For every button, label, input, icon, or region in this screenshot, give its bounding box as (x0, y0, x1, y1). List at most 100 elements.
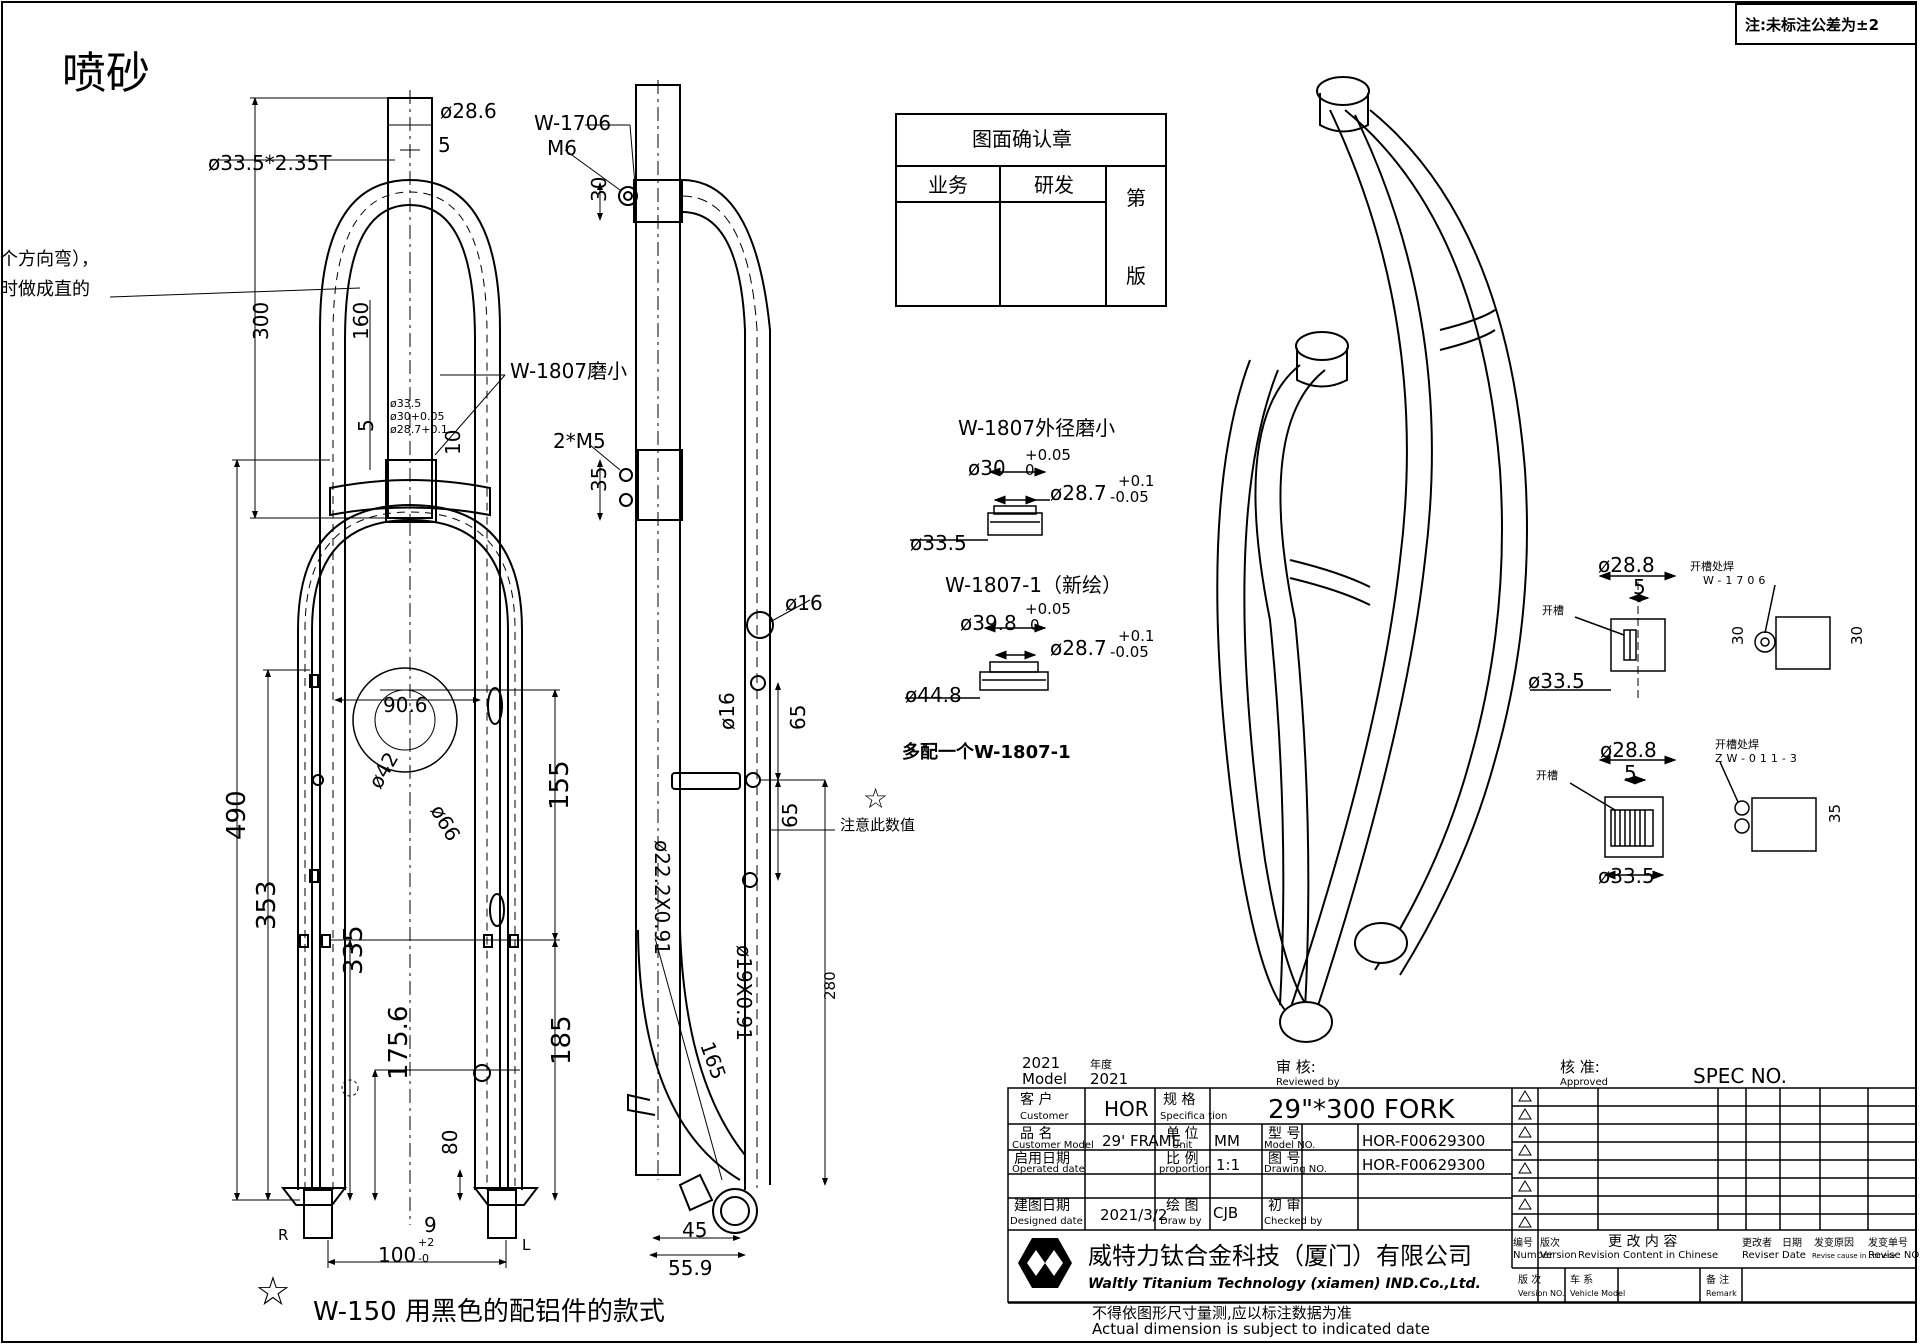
clamp-top-front (1530, 571, 1677, 700)
d-66: ø66 (426, 801, 466, 846)
tb-cause-en: Revise cause in chinese (1812, 1252, 1895, 1260)
tb-model-label: Model (1022, 1070, 1067, 1088)
d-16a: ø16 (785, 591, 823, 615)
w1807-d335: ø33.5 (910, 531, 967, 555)
tb-check-en: Checked by (1264, 1216, 1322, 1227)
side-note-line2: 时做成直的 (0, 279, 90, 300)
dim-175-6: 175.6 (384, 1006, 414, 1080)
w1807-d30-tol-low: 0 (1025, 461, 1035, 479)
tb-ver-en: Version (1540, 1250, 1577, 1261)
tb-dwg-val: HOR-F00629300 (1362, 1156, 1485, 1174)
tb-version-cn: 版 次 (1518, 1273, 1541, 1286)
tb-scale-cn: 比 例 (1166, 1151, 1198, 1167)
note-value: 注意此数值 (840, 816, 915, 834)
clamp-bot-d288: ø28.8 (1600, 738, 1657, 762)
tb-version-en: Version NO. (1518, 1289, 1564, 1298)
w1807-1-d398: ø39.8 (960, 611, 1017, 635)
clamp-bot-d335: ø33.5 (1598, 864, 1655, 888)
approval-rd: 研发 (1034, 173, 1074, 197)
approval-sales: 业务 (928, 173, 968, 197)
dim-185: 185 (547, 1015, 577, 1065)
tb-reviser-en: Reviser (1742, 1250, 1780, 1261)
dim-35-side: 35 (587, 467, 611, 492)
approval-ver-1: 第 (1126, 186, 1146, 210)
clamp-top-slot: 开槽 (1542, 604, 1564, 617)
side-note-line1: 个方向弯）， (0, 249, 99, 270)
dim-65a: 65 (786, 705, 810, 730)
tb-customer-val: HOR (1104, 1097, 1149, 1121)
tb-reviser-cn: 更改者 (1742, 1236, 1772, 1249)
tb-remark-en: Remark (1706, 1289, 1737, 1298)
tb-draw-cn: 绘 图 (1166, 1198, 1198, 1214)
tb-approve-en: Approved (1560, 1077, 1608, 1088)
dim-280: 280 (821, 971, 839, 1000)
tb-year-1: 2021 (1022, 1054, 1060, 1072)
tb-model-year: 2021 (1090, 1070, 1128, 1088)
clamp-bot-part: ZW-011-3 (1715, 752, 1801, 765)
dim-80: 80 (438, 1130, 462, 1155)
tb-scale-en: proportion (1159, 1164, 1211, 1175)
tb-draw-en: Draw by (1160, 1216, 1202, 1227)
dim-10: 10 (441, 430, 465, 455)
tb-model-val: HOR-F00629300 (1362, 1132, 1485, 1150)
tb-rev-no-cn: 编号 (1513, 1236, 1533, 1249)
dim-100-tol: +2 (418, 1236, 434, 1249)
tb-review-en: Reviewed by (1276, 1077, 1340, 1088)
w1807-d287: ø28.7 (1050, 481, 1107, 505)
m5-label: 2*M5 (553, 429, 606, 453)
w1807-d287-tol-low: -0.05 (1110, 488, 1149, 506)
tolerance-note-box (1735, 3, 1917, 45)
tb-pname-val: 29' FRAME (1102, 1132, 1181, 1150)
tb-change-en: Revision Content in Chinese (1578, 1250, 1718, 1261)
tolerance-note: 注:未标注公差为±2 (1745, 16, 1879, 34)
tb-designed-cn: 建图日期 (1014, 1198, 1070, 1214)
tb-spec-cn: 规 格 (1163, 1092, 1195, 1108)
tb-company-en: Waltly Titanium Technology (xiamen) IND.… (1088, 1276, 1481, 1292)
tb-customer-cn: 客 户 (1020, 1091, 1052, 1108)
w1807-d287-tol-up: +0.1 (1118, 472, 1154, 490)
dim-160: 160 (349, 302, 373, 340)
w1807-1-d398-tol-up: +0.05 (1025, 600, 1071, 618)
label-r: R (278, 1226, 288, 1244)
tb-rno-cn: 发变单号 (1868, 1236, 1908, 1249)
tb-model-cn: 型 号 (1268, 1126, 1300, 1142)
w1807-d30: ø30 (968, 456, 1006, 480)
tb-date-cn: 启用日期 (1014, 1151, 1070, 1167)
w1807-1-extra-note: 多配一个W-1807-1 (902, 741, 1071, 763)
isometric-view (1216, 76, 1528, 1043)
tb-vehicle-cn: 车 系 (1570, 1273, 1593, 1286)
clamp-top-5: 5 (1633, 575, 1646, 599)
d-42: ø42 (364, 748, 404, 793)
clamp-bot-5: 5 (1624, 761, 1637, 785)
tb-remark-cn: 备 注 (1706, 1273, 1729, 1286)
clamp-bot-weld: 开槽处焊 (1715, 737, 1759, 751)
dim-100-tol-low: -0 (418, 1252, 429, 1265)
tb-date-en: Operated date (1012, 1164, 1085, 1175)
dim-155: 155 (545, 760, 575, 810)
tb-spec-no: SPEC NO. (1693, 1064, 1787, 1088)
dim-9: 9 (424, 1213, 437, 1237)
dim-490: 490 (222, 790, 252, 840)
tb-footer-en: Actual dimension is subject to indicated… (1092, 1320, 1430, 1338)
tb-unit-cn: 单 位 (1166, 1126, 1198, 1142)
w1807-callout: W-1807磨小 (510, 359, 627, 383)
tb-spec-val: 29"*300 FORK (1268, 1095, 1455, 1125)
tb-vehicle-en: Vehicle Model (1570, 1289, 1625, 1298)
tb-designed-en: Designed date (1010, 1216, 1083, 1227)
clamp-bot-slot: 开槽 (1536, 769, 1558, 782)
dim-30-side: 30 (587, 177, 611, 202)
dim-300: 300 (249, 302, 273, 340)
w1807-1-title: W-1807-1（新绘） (945, 573, 1122, 597)
d-28-6: ø28.6 (440, 99, 497, 123)
tb-footer-cn: 不得依图形尺寸量测,应以标注数据为准 (1092, 1304, 1352, 1322)
w1807-d30-tol-up: +0.05 (1025, 446, 1071, 464)
clamp-bottom-front (1569, 755, 1677, 880)
clamp-top-part: W-1706 (1703, 574, 1769, 587)
w1807-1-d287-tol-up: +0.1 (1118, 627, 1154, 645)
w1706-label: W-1706 (534, 111, 611, 135)
tb-check-cn: 初 审 (1268, 1197, 1300, 1214)
tb-pname-cn: 品 名 (1020, 1126, 1052, 1142)
tb-dwg-cn: 图 号 (1268, 1151, 1300, 1167)
